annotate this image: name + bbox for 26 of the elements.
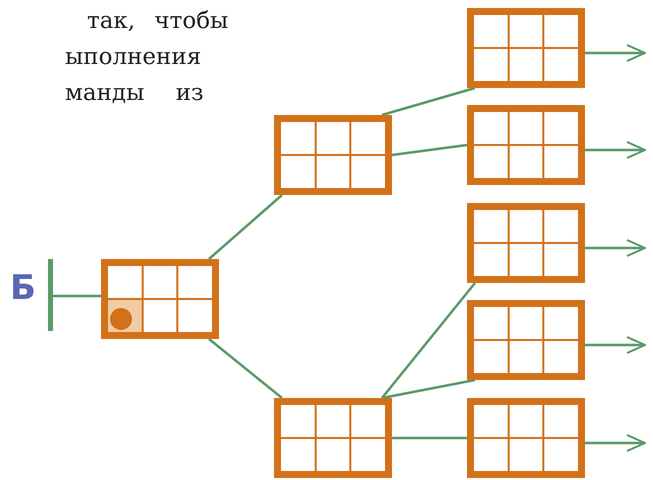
arrow <box>585 44 646 62</box>
grid-box <box>274 115 392 195</box>
grid-box <box>467 105 585 185</box>
arrow <box>585 239 646 257</box>
connector-line <box>208 194 283 260</box>
arrow <box>585 434 646 452</box>
arrow <box>585 336 646 354</box>
text-fragment: так, чтобы <box>87 8 228 34</box>
connector-line <box>381 282 476 399</box>
connector-line <box>382 378 476 400</box>
connector-line <box>392 436 467 440</box>
grid-box <box>467 203 585 283</box>
text-fragment: манды из <box>65 80 204 106</box>
connector-line <box>382 86 476 116</box>
text-fragment: ыполнения <box>65 44 202 70</box>
grid-box <box>274 398 392 478</box>
connector-line <box>208 338 283 399</box>
connector-line <box>392 144 468 156</box>
grid-box <box>467 8 585 88</box>
grid-box <box>467 398 585 478</box>
grid-box <box>467 300 585 380</box>
vertical-bar <box>48 259 53 331</box>
arrow <box>585 141 646 159</box>
connector-line <box>53 294 101 298</box>
letter-label: Б <box>10 271 36 305</box>
grid-box <box>101 259 219 339</box>
